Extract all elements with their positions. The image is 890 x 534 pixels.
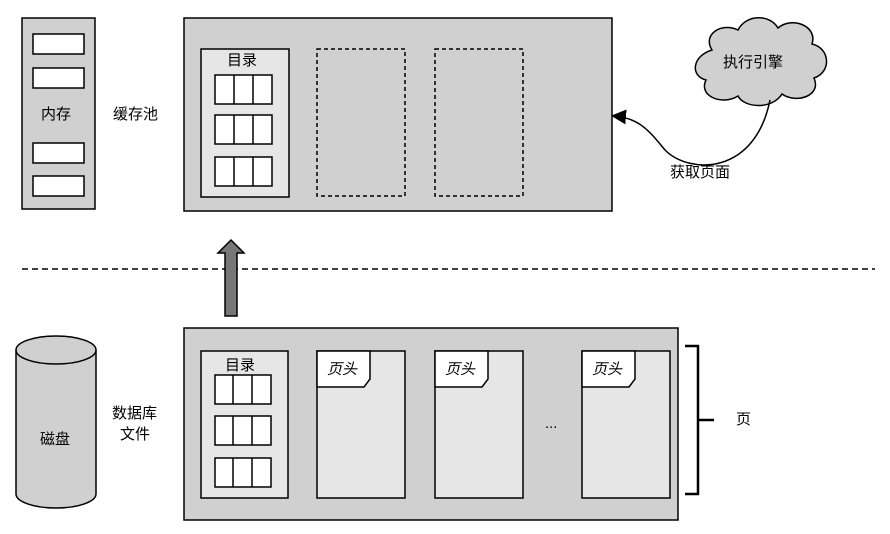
- file-directory-row: [214, 374, 272, 405]
- fetch-page-label: 获取页面: [670, 163, 731, 181]
- empty-page-slot: [316, 48, 406, 197]
- ellipsis-label: ...: [545, 417, 558, 432]
- load-arrow: [216, 238, 246, 317]
- disk-cylinder: [15, 335, 97, 509]
- empty-page-slot: [434, 48, 524, 197]
- pool-directory-title: 目录: [227, 51, 258, 69]
- database-file-label-line1: 数据库: [112, 404, 158, 422]
- fetch-page-arrow: [611, 99, 771, 166]
- file-directory-title: 目录: [225, 356, 256, 374]
- memory-slot: [32, 142, 85, 164]
- memory-label: 内存: [41, 105, 72, 123]
- data-page: [434, 350, 524, 499]
- memory-slot: [32, 175, 85, 197]
- engine-cloud: [694, 17, 828, 107]
- pool-directory-row: [214, 74, 273, 105]
- page-label: 页: [736, 410, 752, 428]
- buffer-pool-label: 缓存池: [113, 105, 159, 123]
- disk-label: 磁盘: [40, 430, 71, 448]
- pool-directory-row: [214, 114, 273, 145]
- page-bracket: [685, 344, 714, 496]
- page-header-label: 页头: [445, 360, 476, 378]
- pool-directory-row: [214, 156, 273, 187]
- page-header-label: 页头: [327, 360, 358, 378]
- data-page: [581, 350, 671, 499]
- data-page: [316, 350, 406, 499]
- file-directory-row: [214, 457, 272, 488]
- database-file-label-line2: 文件: [120, 425, 151, 443]
- memory-slot: [32, 33, 85, 55]
- file-directory-row: [214, 415, 272, 446]
- execution-engine-label: 执行引擎: [723, 53, 784, 71]
- page-header-label: 页头: [592, 360, 623, 378]
- memory-slot: [32, 67, 85, 89]
